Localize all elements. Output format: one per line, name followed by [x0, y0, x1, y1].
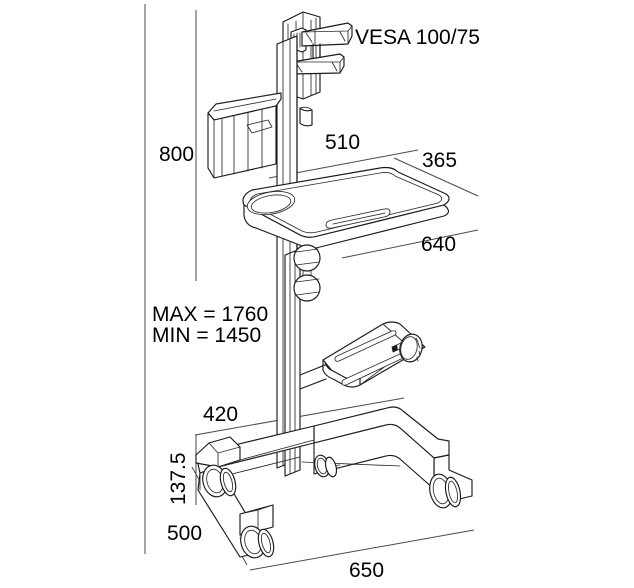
dimension-label-max-height: MAX = 1760 — [152, 303, 269, 326]
height-adjust-knobs — [293, 244, 321, 302]
dimension-label-worktop-width: 640 — [421, 233, 457, 256]
vertical-column — [276, 35, 301, 477]
dimension-label-min-height: MIN = 1450 — [152, 324, 262, 347]
label-vesa-standard: VESA 100/75 — [355, 26, 480, 49]
dimension-label-base-inner: 420 — [203, 403, 239, 426]
column-side-holder — [299, 106, 313, 127]
dimension-label-worktop-depth: 365 — [422, 149, 458, 172]
storage-basket — [207, 92, 282, 179]
dimension-label-base-depth: 500 — [167, 522, 203, 545]
caster-wheels — [202, 454, 462, 559]
dimension-lines — [144, 4, 479, 571]
keyboard-tray — [299, 321, 426, 390]
work-surface — [242, 166, 450, 249]
dimension-label-base-height: 137.5 — [167, 452, 190, 505]
dimension-label-base-width: 650 — [349, 559, 385, 582]
dimension-label-worktop-height: 800 — [159, 143, 195, 166]
dimension-label-column-offset: 510 — [325, 131, 361, 154]
